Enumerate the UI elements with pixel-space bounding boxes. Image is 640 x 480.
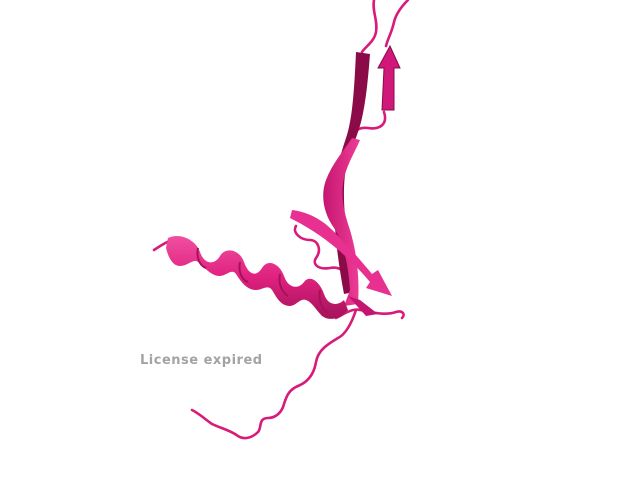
protein-cartoon [152, 0, 410, 440]
beta-strand-3 [323, 138, 360, 306]
license-watermark: License expired [140, 353, 263, 368]
beta-strand-4 [290, 210, 392, 296]
beta-strands [290, 44, 401, 316]
beta-strand-2 [377, 44, 401, 111]
helix-ribbon [166, 235, 348, 319]
alpha-helix [166, 235, 348, 319]
coil-loops [152, 0, 410, 440]
